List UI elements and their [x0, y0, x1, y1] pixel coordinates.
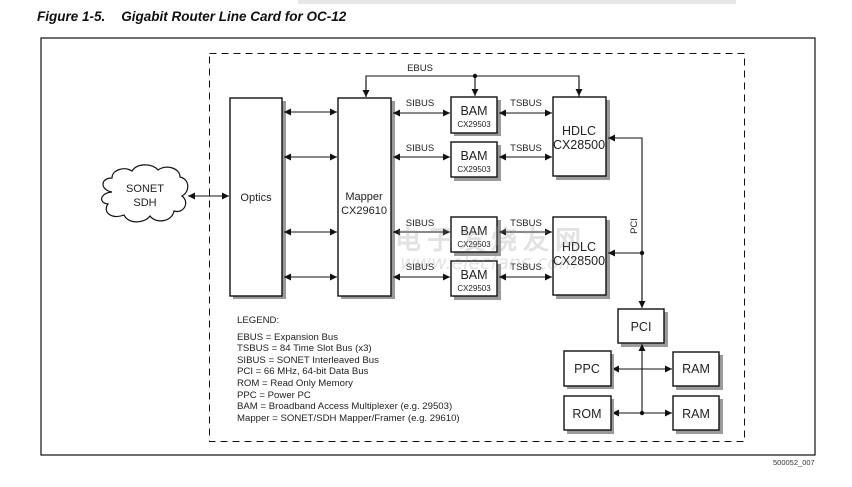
optics-label: Optics: [240, 192, 272, 204]
legend-item: BAM = Broadband Access Multiplexer (e.g.…: [237, 401, 453, 413]
bam-part: CX29503: [457, 284, 491, 293]
local-bus-junction-dot: [639, 410, 645, 416]
outer-frame: [40, 37, 816, 456]
bam-block: BAM CX29503: [450, 216, 501, 256]
legend-item: TSBUS = 84 Time Slot Bus (x3): [237, 343, 372, 355]
sibus-links: SIBUS SIBUS SIBUS SIBUS: [393, 98, 450, 281]
sonet-sdh-cloud: SONET SDH: [101, 164, 189, 223]
rom-block: ROM: [563, 395, 614, 434]
ppc-label: PPC: [574, 362, 600, 376]
hdlc-label-line2: CX28500: [553, 254, 605, 268]
sibus-label: SIBUS: [406, 98, 435, 109]
bam-block: BAM CX29503: [450, 96, 501, 136]
legend-item: ROM = Read Only Memory: [237, 377, 353, 389]
bam-part: CX29503: [457, 120, 491, 129]
rom-label: ROM: [572, 407, 601, 421]
legend-item: EBUS = Expansion Bus: [237, 331, 339, 343]
bam-label: BAM: [460, 268, 487, 282]
legend: LEGEND: EBUS = Expansion Bus TSBUS = 84 …: [237, 315, 460, 424]
optics-mapper-links: [284, 108, 337, 281]
ppc-block: PPC: [563, 350, 614, 389]
ram-block: RAM: [672, 351, 723, 390]
cloud-icon: [101, 164, 189, 223]
ebus-label: EBUS: [407, 63, 433, 74]
legend-item: Mapper = SONET/SDH Mapper/Framer (e.g. 2…: [237, 412, 460, 424]
ram-label: RAM: [682, 407, 710, 421]
legend-item: PPC = Power PC: [237, 389, 311, 401]
bam-block: BAM CX29503: [450, 141, 501, 181]
tsbus-label: TSBUS: [510, 218, 542, 229]
pci-bus-label: PCI: [629, 218, 640, 234]
bam-part: CX29503: [457, 240, 491, 249]
mapper-block: Mapper CX29610: [337, 97, 395, 299]
hdlc-label-line2: CX28500: [553, 138, 605, 152]
hdlc-label-line1: HDLC: [562, 124, 596, 138]
local-bus: [612, 344, 672, 417]
cloud-label-line1: SONET: [126, 183, 164, 195]
figure-caption: Figure 1-5. Gigabit Router Line Card for …: [37, 9, 346, 24]
ebus: EBUS: [362, 63, 583, 97]
bam-part: CX29503: [457, 165, 491, 174]
figure-title: Gigabit Router Line Card for OC-12: [121, 9, 347, 24]
bam-label: BAM: [460, 149, 487, 163]
tsbus-label: TSBUS: [510, 143, 542, 154]
legend-item: PCI = 66 MHz, 64-bit Data Bus: [237, 366, 369, 378]
cloud-label-line2: SDH: [133, 197, 156, 209]
pci-bus: PCI: [608, 134, 646, 308]
sibus-label: SIBUS: [406, 143, 435, 154]
bam-label: BAM: [460, 104, 487, 118]
bam-label: BAM: [460, 224, 487, 238]
bam-block: BAM CX29503: [450, 260, 501, 300]
line-card-boundary: [209, 53, 745, 442]
mapper-label-line2: CX29610: [341, 205, 387, 217]
pci-label: PCI: [631, 320, 652, 334]
pci-junction-dot: [639, 250, 645, 256]
mapper-label-line1: Mapper: [345, 191, 383, 203]
pci-block: PCI: [617, 308, 668, 347]
optics-block: Optics: [229, 97, 286, 299]
sibus-label: SIBUS: [406, 262, 435, 273]
ram-label: RAM: [682, 362, 710, 376]
legend-item: SIBUS = SONET Interleaved Bus: [237, 354, 379, 366]
tsbus-links: TSBUS TSBUS TSBUS TSBUS: [499, 98, 552, 281]
tsbus-label: TSBUS: [510, 98, 542, 109]
hdlc-block: HDLC CX28500: [552, 96, 610, 180]
ram-block: RAM: [672, 395, 723, 434]
page-header-bar: [298, 0, 736, 4]
hdlc-label-line1: HDLC: [562, 240, 596, 254]
sibus-label: SIBUS: [406, 218, 435, 229]
figure-number: Figure 1-5.: [37, 9, 106, 24]
figure-id: 500052_007: [773, 458, 815, 467]
ebus-line: [365, 75, 580, 97]
hdlc-block: HDLC CX28500: [552, 216, 610, 299]
legend-heading: LEGEND:: [237, 315, 280, 326]
tsbus-label: TSBUS: [510, 262, 542, 273]
ebus-junction-dot: [472, 73, 478, 79]
